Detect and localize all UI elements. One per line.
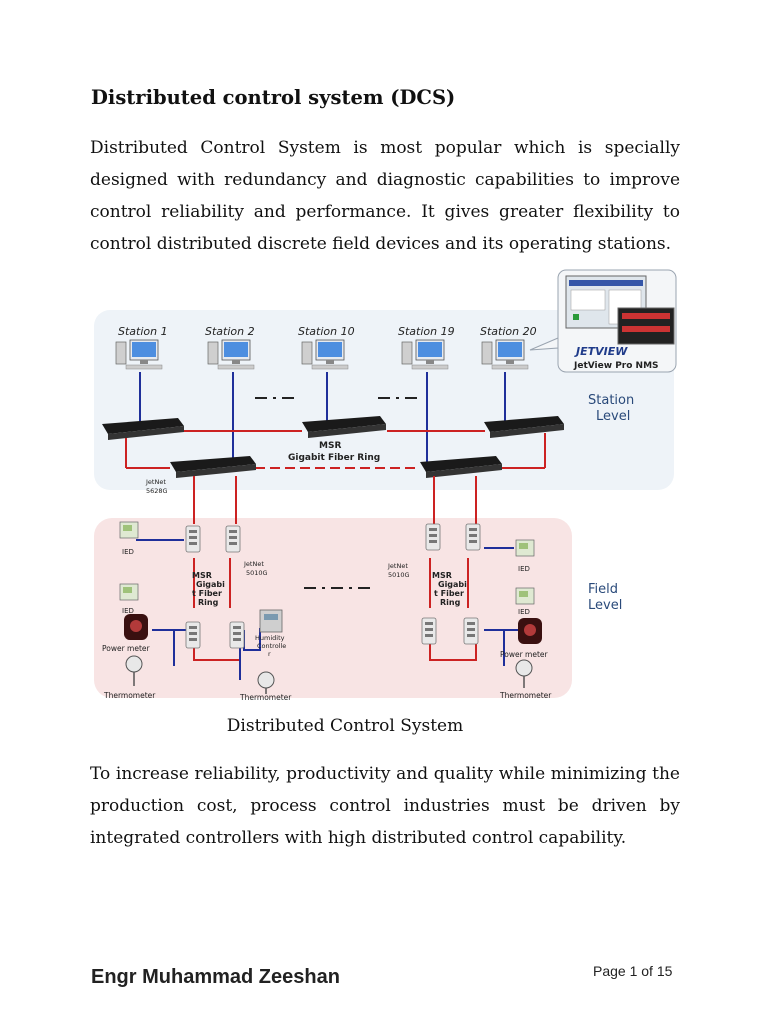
field-switch-module (463, 617, 479, 645)
workstation-icon (401, 339, 449, 370)
ied-label: IED (518, 608, 530, 616)
jetnet-5010g-right-label: JetNet (387, 562, 408, 570)
ied-right-bottom: IED (515, 587, 535, 616)
humidity-label: Humidity (255, 634, 285, 642)
thermometer-right: Thermometer (499, 659, 552, 700)
section-heading: Distributed control system (DCS) (91, 86, 456, 109)
field-level-zone (94, 518, 572, 698)
msr-right-label-2: Gigabi (438, 580, 467, 589)
ring-label-top: Gigabit Fiber Ring (288, 453, 380, 463)
station-10: Station 10 (298, 325, 355, 338)
jetview-nms-box: JETVIEW JetView Pro NMS (529, 269, 677, 373)
station-level-label-2: Level (596, 409, 630, 424)
dcs-diagram: JETVIEW JetView Pro NMS Station 1 Statio… (90, 268, 680, 702)
station-label: Station 20 (480, 325, 537, 338)
msr-left-label-2: Gigabi (196, 580, 225, 589)
workstation-icon (207, 339, 255, 370)
thermometer-center: Thermometer (239, 671, 292, 702)
ied-right-top: IED (515, 539, 535, 573)
switch-station-left (102, 418, 184, 440)
jetnet-5628g-label: JetNet (145, 478, 166, 486)
switch-station-right (484, 416, 564, 438)
thermometer-label: Thermometer (499, 691, 552, 700)
workstation-icon (301, 339, 349, 370)
station-label: Station 2 (205, 325, 255, 338)
field-switch-module (421, 617, 437, 645)
msr-left-label: MSR (192, 571, 212, 580)
power-meter-label: Power meter (102, 644, 151, 653)
msr-left-label-4: Ring (198, 598, 219, 607)
msr-left-label-3: t Fiber (192, 589, 222, 598)
ied-label: IED (122, 548, 134, 556)
thermometer-left: Thermometer (103, 655, 156, 700)
figure-caption: Distributed Control System (0, 716, 768, 736)
humidity-label-3: r (268, 650, 271, 658)
jetview-caption: JetView Pro NMS (573, 361, 659, 371)
switch-station-center (302, 416, 386, 438)
ied-label: IED (122, 607, 134, 615)
thermometer-label: Thermometer (239, 693, 292, 702)
power-meter-left: Power meter (102, 614, 151, 653)
station-2: Station 2 (205, 325, 255, 338)
thermometer-label: Thermometer (103, 691, 156, 700)
switch-aggregation-right (420, 456, 502, 478)
jetnet-5010g-left-label: JetNet (243, 560, 264, 568)
intro-paragraph: Distributed Control System is most popul… (90, 138, 680, 254)
humidity-controller: Humidity Controlle r (255, 609, 286, 658)
ied-label: IED (518, 565, 530, 573)
humidity-label-2: Controlle (257, 642, 286, 650)
jetnet-5010g-left-model: 5010G (246, 569, 268, 577)
closing-paragraph: To increase reliability, productivity an… (90, 764, 680, 848)
field-level-label: Field (588, 582, 618, 597)
power-meter-label: Power meter (500, 650, 549, 659)
station-20: Station 20 (480, 325, 537, 338)
figure-caption-text: Distributed Control System (226, 716, 464, 736)
workstation-icon (115, 339, 163, 370)
field-switch-module (229, 621, 245, 649)
msr-right-label-4: Ring (440, 598, 461, 607)
field-switch-module (465, 523, 481, 551)
station-1: Station 1 (118, 325, 168, 338)
switch-jetnet-5628g (170, 456, 256, 478)
power-meter-right: Power meter (500, 618, 549, 659)
workstation-icon (481, 339, 529, 370)
station-label: Station 1 (118, 325, 168, 338)
ied-left-top: IED (119, 521, 139, 556)
ied-left-bottom: IED (119, 583, 139, 615)
field-switch-module (185, 621, 201, 649)
msr-right-label-3: t Fiber (434, 589, 464, 598)
station-level-label: Station (588, 393, 634, 408)
station-label: Station 10 (298, 325, 355, 338)
jetnet-5628g-model: 5628G (146, 487, 168, 495)
station-label: Station 19 (398, 325, 455, 338)
jetview-logo: JETVIEW (574, 345, 628, 358)
footer-page-number: Page 1 of 15 (593, 963, 673, 979)
ring-label-msr: MSR (319, 441, 341, 451)
field-level-label-2: Level (588, 598, 622, 613)
footer-author: Engr Muhammad Zeeshan (91, 966, 340, 988)
station-19: Station 19 (398, 325, 455, 338)
field-switch-module (425, 523, 441, 551)
field-switch-module (185, 525, 201, 553)
msr-right-label: MSR (432, 571, 452, 580)
field-switch-module (225, 525, 241, 553)
jetnet-5010g-right-model: 5010G (388, 571, 410, 579)
